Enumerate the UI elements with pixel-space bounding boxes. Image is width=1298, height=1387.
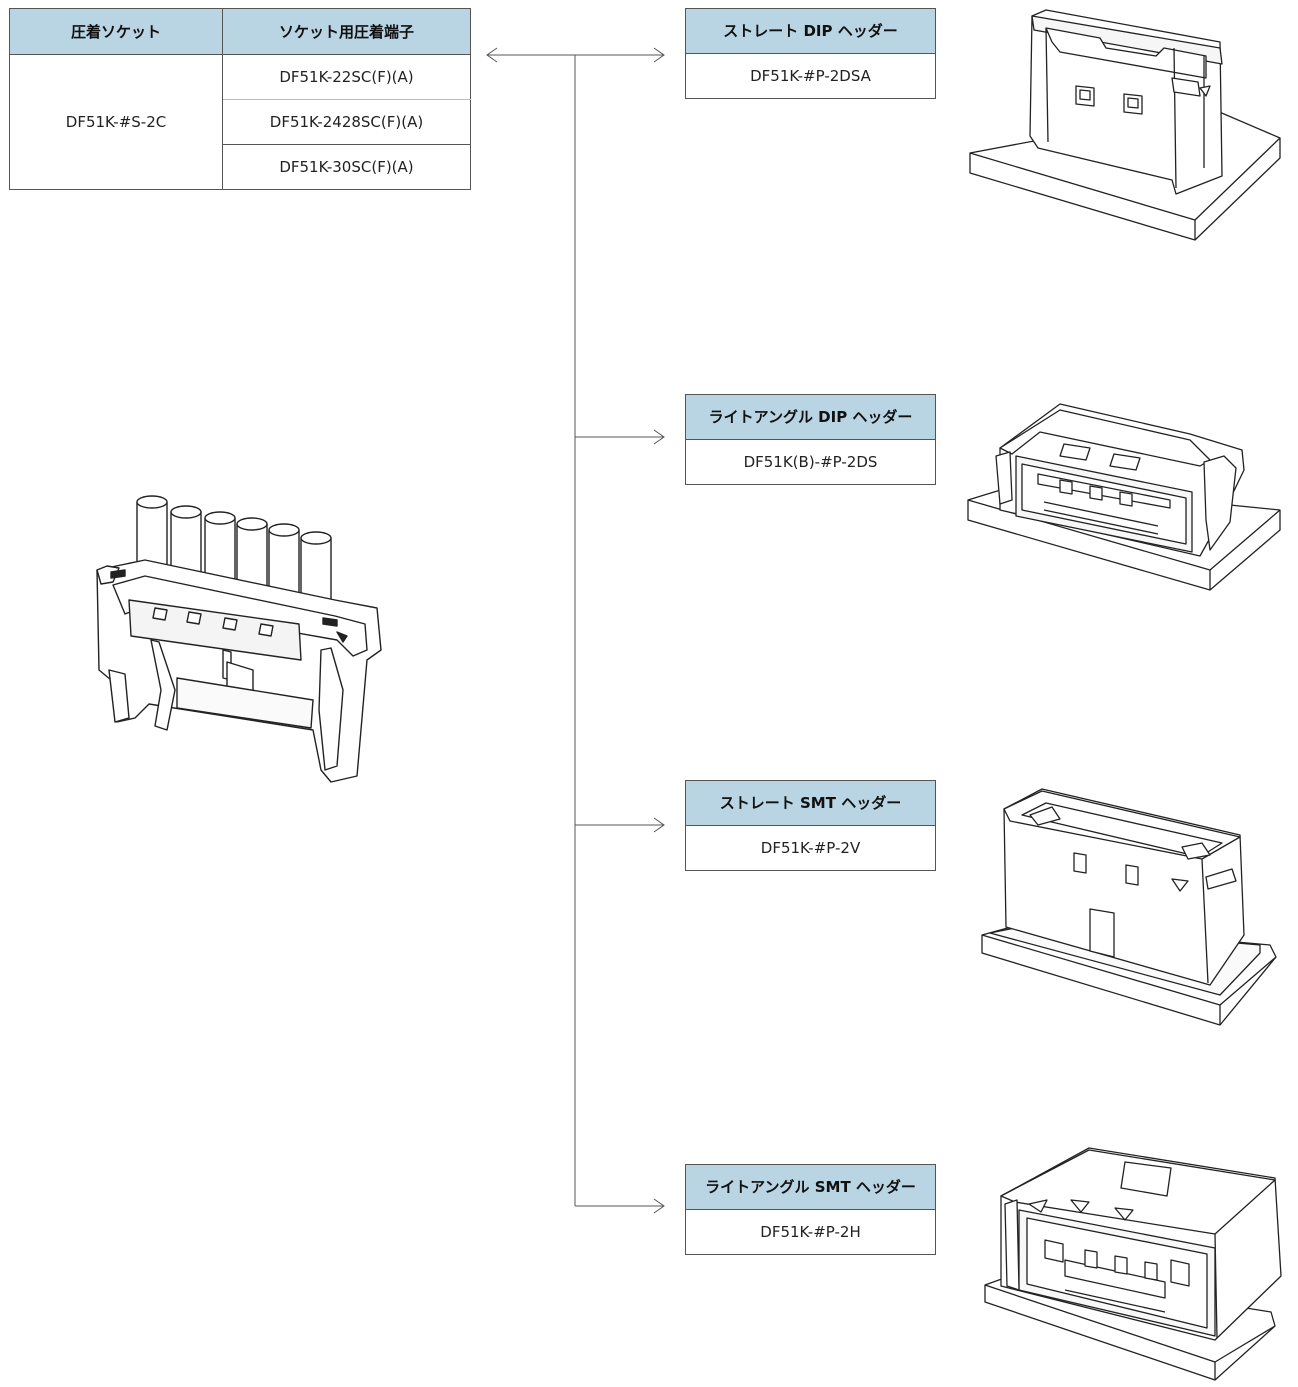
- terminal-part-number: DF51K-30SC(F)(A): [222, 144, 471, 190]
- header-box-straight-smt: ストレート SMT ヘッダー DF51K-#P-2V: [685, 780, 936, 871]
- header-part-number: DF51K-#P-2V: [686, 826, 935, 870]
- header-part-number: DF51K-#P-2H: [686, 1210, 935, 1254]
- header-type-title: ストレート DIP ヘッダー: [686, 9, 935, 54]
- header-box-right-angle-smt: ライトアングル SMT ヘッダー DF51K-#P-2H: [685, 1164, 936, 1255]
- socket-terminal-table: 圧着ソケット ソケット用圧着端子 DF51K-#S-2C DF51K-22SC(…: [9, 8, 471, 190]
- header-type-title: ストレート SMT ヘッダー: [686, 781, 935, 826]
- header-box-right-angle-dip: ライトアングル DIP ヘッダー DF51K(B)-#P-2DS: [685, 394, 936, 485]
- crimp-socket-illustration: [85, 490, 395, 790]
- socket-part-number: DF51K-#S-2C: [9, 54, 223, 190]
- header-box-straight-dip: ストレート DIP ヘッダー DF51K-#P-2DSA: [685, 8, 936, 99]
- terminal-part-number: DF51K-22SC(F)(A): [222, 54, 471, 100]
- right-angle-dip-header-illustration: [960, 400, 1298, 600]
- arrow-head: [653, 1198, 665, 1214]
- header-part-number: DF51K(B)-#P-2DS: [686, 440, 935, 484]
- straight-dip-header-illustration: [960, 8, 1290, 243]
- header-part-number: DF51K-#P-2DSA: [686, 54, 935, 98]
- arrow-head: [653, 429, 665, 445]
- arrow-head: [653, 817, 665, 833]
- socket-column-header: 圧着ソケット: [9, 8, 223, 55]
- left-arrow-head: [486, 47, 498, 63]
- right-arrow-head: [653, 47, 665, 63]
- terminal-part-number: DF51K-2428SC(F)(A): [222, 99, 471, 145]
- terminal-column-header: ソケット用圧着端子: [222, 8, 471, 55]
- header-type-title: ライトアングル DIP ヘッダー: [686, 395, 935, 440]
- right-angle-smt-header-illustration: [975, 1140, 1293, 1385]
- header-type-title: ライトアングル SMT ヘッダー: [686, 1165, 935, 1210]
- straight-smt-header-illustration: [970, 785, 1290, 1030]
